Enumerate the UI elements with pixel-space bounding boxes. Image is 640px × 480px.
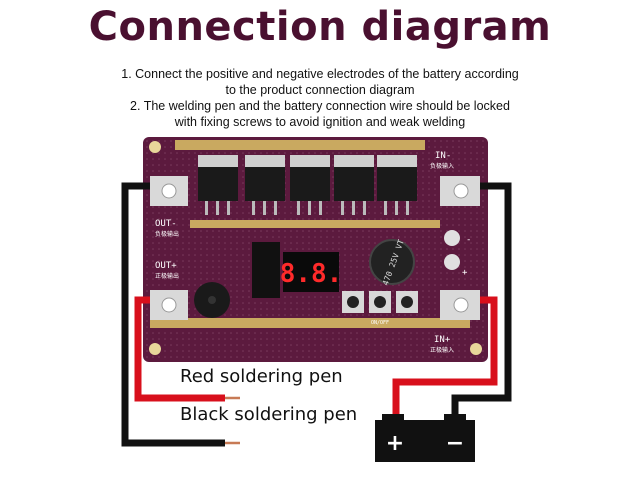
out-minus-label: OUT- (155, 219, 177, 229)
in-plus-label: IN+ (434, 335, 451, 345)
black-pen-label: Black soldering pen (180, 404, 358, 425)
battery-plus-symbol: + (386, 431, 404, 456)
black-pen-wire (121, 182, 225, 447)
instruction-step-2: 2. The welding pen and the battery conne… (130, 99, 510, 129)
mosfet-5 (377, 155, 417, 215)
battery-minus-symbol: − (446, 431, 464, 456)
in-plus-hole (453, 297, 469, 313)
capacitor (369, 239, 415, 285)
red-pen-wire (134, 296, 225, 402)
input-minus-terminal (444, 230, 460, 246)
seven-segment-display (283, 252, 339, 292)
mosfet-row (198, 155, 417, 215)
button-row (342, 291, 418, 313)
red-pen-label: Red soldering pen (180, 366, 343, 387)
top-bus-bar (175, 140, 425, 150)
battery-positive-wire (392, 296, 498, 420)
minus-mark: - (466, 235, 471, 245)
out-plus-label: OUT+ (155, 261, 177, 271)
middle-bus-bar (190, 220, 440, 228)
instruction-step-1: 1. Connect the positive and negative ele… (121, 67, 519, 97)
onoff-label: ON/OFF (371, 320, 389, 326)
mosfet-3 (290, 155, 330, 215)
buzzer-center (208, 296, 216, 304)
out-plus-hole (161, 297, 177, 313)
mosfet-1 (198, 155, 238, 215)
in-minus-hole (453, 183, 469, 199)
mount-hole-br (470, 343, 482, 355)
input-plus-terminal (444, 254, 460, 270)
ic-chip (252, 242, 280, 298)
display-readout: 8.8. (280, 259, 343, 289)
in-minus-sublabel: 负极输入 (430, 162, 454, 170)
out-minus-sublabel: 负极输出 (155, 230, 179, 238)
plus-mark: + (462, 268, 468, 278)
mount-hole-tl (149, 141, 161, 153)
page-title: Connection diagram (88, 4, 552, 50)
mount-hole-bl (149, 343, 161, 355)
battery-negative-terminal (444, 414, 466, 422)
out-minus-hole (161, 183, 177, 199)
battery-negative-wire (451, 182, 512, 420)
mosfet-4 (334, 155, 374, 215)
mosfet-2 (245, 155, 285, 215)
in-plus-sublabel: 正极输入 (430, 346, 454, 354)
battery (375, 420, 475, 462)
out-plus-sublabel: 正极输出 (155, 272, 179, 280)
bottom-bus-bar (150, 318, 470, 328)
battery-positive-terminal (382, 414, 404, 422)
in-minus-label: IN- (435, 151, 451, 161)
